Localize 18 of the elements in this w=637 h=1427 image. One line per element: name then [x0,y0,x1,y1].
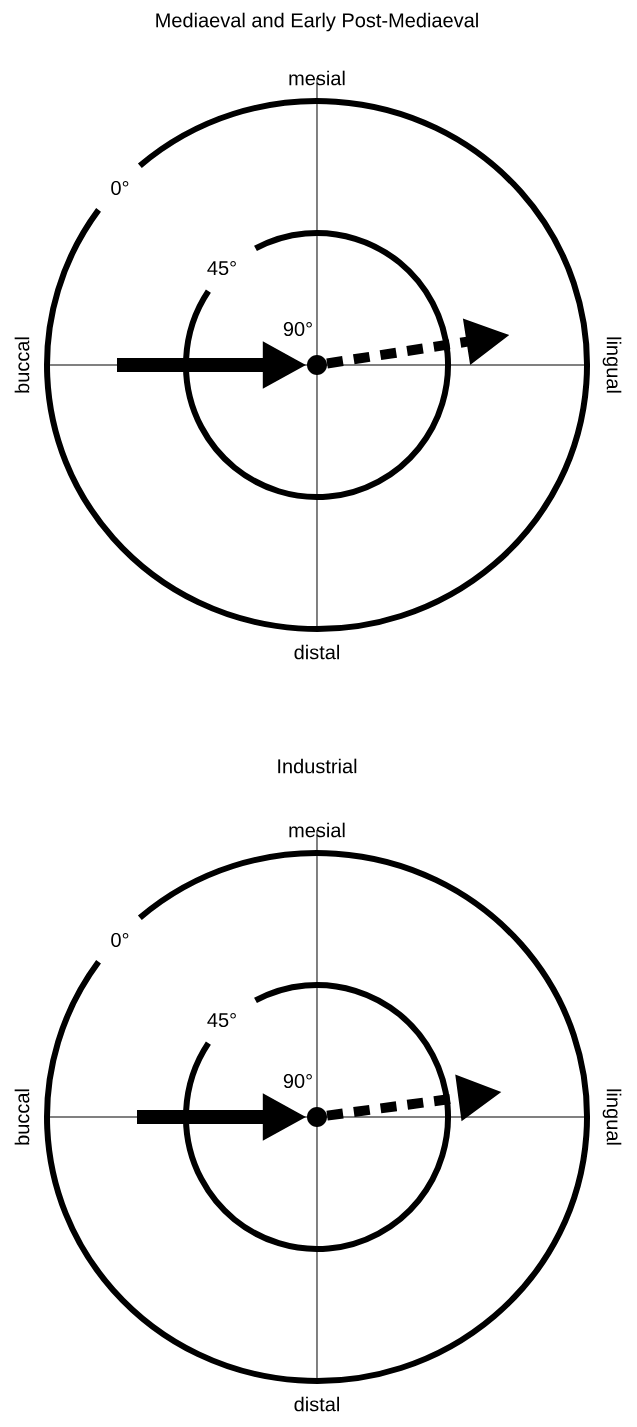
angle-label: 0° [111,180,129,196]
angle-label: 90° [283,321,312,337]
axis-label: mesial [289,822,345,838]
axis-label: buccal [14,1089,30,1145]
dot [307,1107,327,1127]
angle-label: 45° [207,260,236,276]
axis-label: buccal [14,337,30,393]
axis-label: distal [294,1396,339,1412]
heading: Mediaeval and Early Post-Mediaeval [156,12,478,32]
angle-label: 45° [207,1012,236,1028]
angle-label: 0° [111,932,129,948]
dot [307,355,327,375]
axis-label: mesial [289,70,345,86]
heading: Industrial [278,758,357,774]
axis-label: lingual [602,1089,622,1145]
angle-label: 90° [283,1073,312,1089]
axis-label: lingual [602,337,622,393]
axis-label: distal [294,644,339,660]
